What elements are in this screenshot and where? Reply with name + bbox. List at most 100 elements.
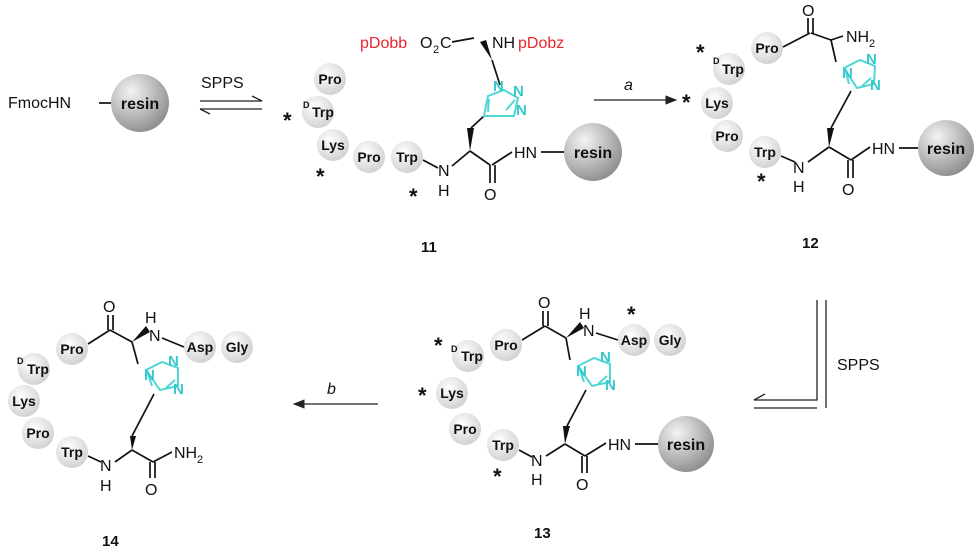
- svg-text:N: N: [605, 377, 616, 394]
- svg-text:HN: HN: [514, 145, 537, 162]
- triazole: [482, 88, 520, 117]
- triazole: [576, 356, 611, 388]
- svg-text:N: N: [866, 51, 877, 68]
- svg-text:*: *: [434, 333, 443, 358]
- bead-asp: Asp: [618, 324, 650, 356]
- svg-text:D: D: [17, 356, 24, 366]
- bead-gly: Gly: [221, 331, 253, 363]
- bead-pro-2: Pro: [22, 417, 54, 449]
- svg-text:N: N: [583, 323, 595, 340]
- svg-text:NH: NH: [492, 35, 515, 52]
- svg-text:Asp: Asp: [621, 332, 647, 348]
- svg-text:*: *: [409, 184, 418, 209]
- svg-text:N: N: [576, 363, 587, 380]
- bead-lys: Lys: [701, 87, 733, 119]
- bead-lys: Lys: [317, 129, 349, 161]
- compound-13: Pro Trp D Lys Pro Trp Asp Gly * * *: [418, 295, 714, 542]
- svg-text:*: *: [283, 108, 292, 133]
- svg-text:N: N: [600, 349, 611, 366]
- bead-trp: Trp: [749, 136, 781, 168]
- compound-label-13: 13: [534, 525, 551, 542]
- svg-text:Lys: Lys: [321, 137, 345, 153]
- svg-text:N: N: [870, 77, 881, 94]
- svg-text:Pro: Pro: [494, 337, 517, 353]
- svg-text:D: D: [451, 344, 458, 354]
- compound-12: Pro Trp D Lys Pro Trp * * * O NH 2: [682, 3, 974, 252]
- svg-text:Trp: Trp: [312, 104, 334, 120]
- svg-text:H: H: [100, 478, 112, 495]
- svg-text:O: O: [420, 35, 432, 52]
- svg-text:resin: resin: [667, 437, 705, 454]
- svg-text:Pro: Pro: [715, 128, 738, 144]
- svg-text:N: N: [531, 453, 543, 470]
- bead-gly: Gly: [654, 324, 686, 356]
- spps-label-1: SPPS: [201, 75, 244, 92]
- svg-text:D: D: [713, 56, 720, 66]
- svg-text:NH: NH: [846, 29, 869, 46]
- bead-pro-2: Pro: [449, 413, 481, 445]
- svg-text:Pro: Pro: [318, 71, 341, 87]
- svg-text:Pro: Pro: [60, 341, 83, 357]
- svg-text:*: *: [682, 90, 691, 115]
- svg-text:H: H: [531, 472, 543, 489]
- svg-text:*: *: [316, 164, 325, 189]
- bead-pro: Pro: [56, 333, 88, 365]
- svg-text:resin: resin: [574, 145, 612, 162]
- svg-text:N: N: [516, 102, 527, 119]
- svg-text:2: 2: [197, 454, 203, 466]
- svg-text:resin: resin: [927, 141, 965, 158]
- svg-text:H: H: [579, 306, 591, 323]
- bead-pro-2: Pro: [711, 120, 743, 152]
- svg-text:Trp: Trp: [396, 149, 418, 165]
- arrow-b: b: [292, 381, 378, 409]
- bead-trp: Trp: [391, 141, 423, 173]
- svg-text:N: N: [438, 163, 450, 180]
- svg-text:Pro: Pro: [453, 421, 476, 437]
- resin-label: resin: [121, 96, 159, 113]
- svg-text:*: *: [696, 40, 705, 65]
- svg-text:O: O: [538, 295, 550, 312]
- svg-text:O: O: [842, 182, 854, 199]
- svg-text:N: N: [793, 160, 805, 177]
- bead-dtrp: Trp D: [302, 96, 334, 128]
- svg-text:HN: HN: [872, 141, 895, 158]
- svg-text:Pro: Pro: [26, 425, 49, 441]
- bead-pro-2: Pro: [353, 141, 385, 173]
- arrow-a: a: [594, 77, 678, 105]
- svg-text:N: N: [168, 353, 179, 370]
- svg-text:O: O: [484, 187, 496, 204]
- bead-dtrp: Trp D: [451, 340, 484, 372]
- bead-lys: Lys: [8, 385, 40, 417]
- compound-label-11: 11: [421, 239, 437, 256]
- svg-text:*: *: [418, 383, 427, 408]
- svg-text:Lys: Lys: [440, 385, 464, 401]
- bead-trp: Trp: [487, 429, 519, 461]
- svg-text:Asp: Asp: [187, 339, 213, 355]
- bead-dtrp: Trp D: [17, 353, 50, 385]
- spps-arrow-1: SPPS: [199, 75, 263, 115]
- triazole: [842, 58, 877, 90]
- compound-label-14: 14: [102, 533, 119, 550]
- svg-text:b: b: [327, 381, 336, 398]
- svg-text:Lys: Lys: [705, 95, 729, 111]
- svg-text:*: *: [493, 464, 502, 489]
- svg-text:Trp: Trp: [722, 61, 744, 77]
- svg-text:HN: HN: [608, 437, 631, 454]
- svg-text:C: C: [440, 35, 452, 52]
- svg-text:Trp: Trp: [27, 361, 49, 377]
- fmochn-label: FmocHN: [8, 95, 71, 112]
- bead-trp: Trp: [56, 436, 88, 468]
- bead-pro: Pro: [490, 329, 522, 361]
- bead-dtrp: Trp D: [713, 53, 745, 85]
- bead-asp: Asp: [184, 331, 216, 363]
- svg-text:2: 2: [869, 38, 875, 50]
- svg-text:Pro: Pro: [755, 40, 778, 56]
- svg-text:N: N: [493, 78, 504, 95]
- svg-text:D: D: [303, 100, 310, 110]
- svg-text:N: N: [144, 367, 155, 384]
- svg-text:H: H: [438, 183, 450, 200]
- svg-text:N: N: [513, 83, 524, 100]
- bead-lys: Lys: [436, 377, 468, 409]
- svg-text:O: O: [802, 3, 814, 20]
- svg-text:Gly: Gly: [659, 332, 682, 348]
